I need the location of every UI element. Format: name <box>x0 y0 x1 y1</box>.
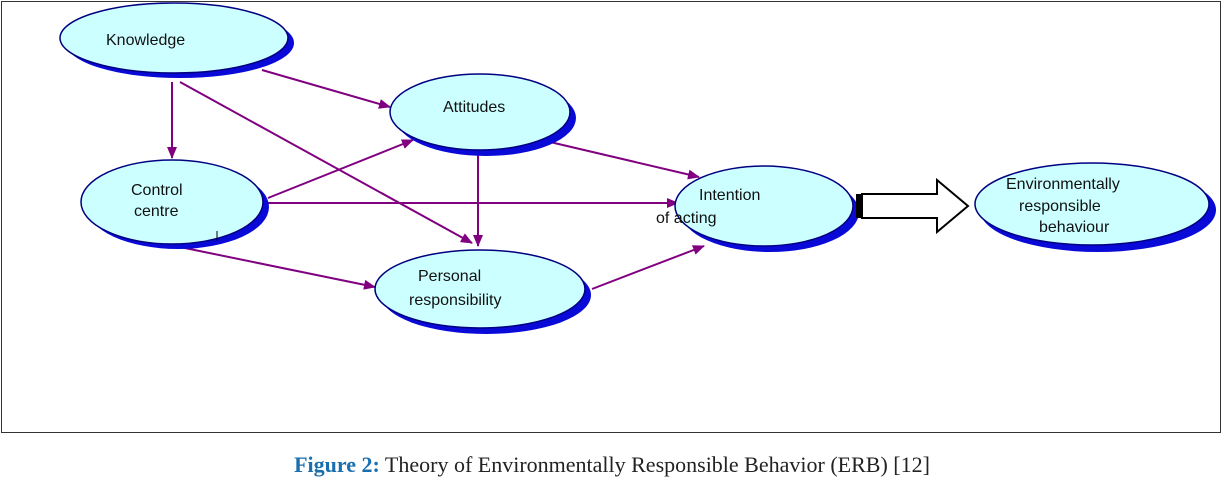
node-control-centre-label-line1: Control <box>131 182 183 199</box>
block-arrow <box>856 177 970 235</box>
figure-caption-label: Figure 2: <box>294 452 380 477</box>
node-ellipse <box>374 249 586 329</box>
edge-knowledge-to-personal-responsibility <box>179 81 473 244</box>
figure-caption-text: Theory of Environmentally Responsible Be… <box>384 452 930 477</box>
node-control-centre: Control centre <box>80 159 269 249</box>
node-erb: Environmentally responsible behaviour <box>974 162 1216 252</box>
node-intention: Intention of acting <box>656 165 859 252</box>
node-personal-responsibility-label-line2: responsibility <box>409 292 501 309</box>
edge-knowledge-to-attitudes <box>261 69 391 109</box>
node-knowledge-label: Knowledge <box>106 32 185 49</box>
edge-attitudes-to-intention <box>549 141 700 180</box>
node-ellipse <box>674 165 854 247</box>
edge-control-centre-to-personal-responsibility <box>179 246 376 290</box>
node-erb-label-line2: responsible <box>1019 198 1101 215</box>
figure-caption: Figure 2: Theory of Environmentally Resp… <box>0 452 1224 478</box>
diagram-frame <box>1 1 1221 433</box>
node-control-centre-label-line2: centre <box>134 203 179 220</box>
node-personal-responsibility-label-line1: Personal <box>418 268 481 285</box>
block-arrow-shape <box>861 177 970 235</box>
edge-control-centre-to-attitudes <box>267 139 414 199</box>
node-attitudes: Attitudes <box>389 73 576 156</box>
node-erb-label-line1: Environmentally <box>1006 176 1120 193</box>
node-ellipse <box>974 162 1210 246</box>
block-arrow-bar <box>856 194 861 218</box>
node-ellipse <box>59 2 289 74</box>
node-attitudes-label: Attitudes <box>443 99 505 116</box>
edge-personal-responsibility-to-intention <box>591 245 705 290</box>
node-erb-label-line3: behaviour <box>1039 219 1110 236</box>
node-intention-label-line2: of acting <box>656 210 716 227</box>
node-ellipse <box>389 73 571 151</box>
node-intention-label-line1: Intention <box>699 187 760 204</box>
node-knowledge: Knowledge <box>59 2 294 78</box>
edges <box>167 69 705 290</box>
node-personal-responsibility: Personal responsibility <box>374 249 591 334</box>
node-ellipse <box>80 159 264 245</box>
